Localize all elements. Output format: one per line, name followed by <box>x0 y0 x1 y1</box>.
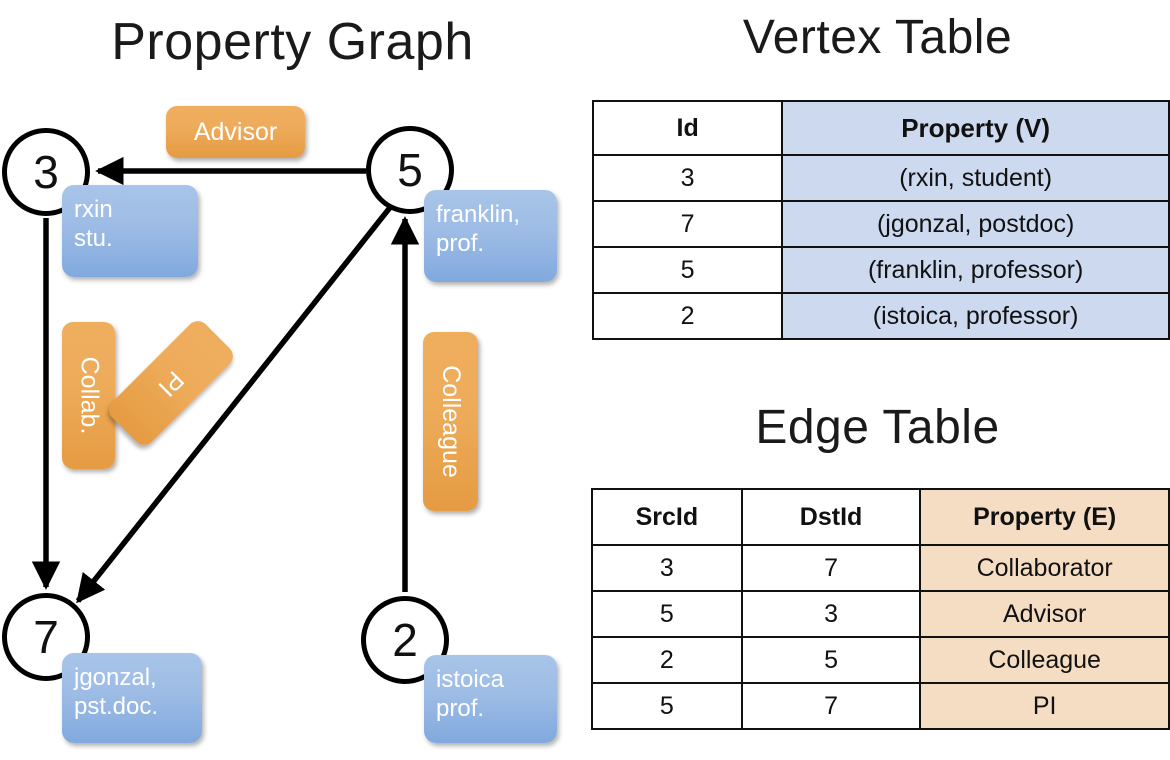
edge-table-cell-dstid: 5 <box>740 636 922 684</box>
vertex-table-cell-property: (istoica, professor) <box>781 292 1170 340</box>
page-title-vertex-table: Vertex Table <box>742 11 1013 64</box>
vertex-table-header-id: Id <box>591 100 784 156</box>
edge-table-cell-dstid: 3 <box>740 590 922 638</box>
graph-node-5-label: 5 <box>397 144 423 196</box>
edge-table-cell-dstid: 7 <box>740 682 922 730</box>
edge-table-header-srcid: SrcId <box>591 488 743 546</box>
vertex-table-cell-id: 3 <box>591 154 784 202</box>
vertex-table-cell-id: 2 <box>591 292 784 340</box>
edge-table-cell-property: Collaborator <box>919 544 1170 592</box>
property-graph-diagram: 3 5 7 2 rxin stu. franklin, prof. jgonza… <box>2 106 557 743</box>
vertex-property-jgonzal-line1: jgonzal, <box>74 664 157 691</box>
edge-table-cell-property: Advisor <box>919 590 1170 638</box>
vertex-table-row[interactable]: 3 (rxin, student) <box>591 154 1170 202</box>
vertex-table-header-property: Property (V) <box>781 100 1170 156</box>
vertex-property-franklin-line1: franklin, <box>436 201 521 228</box>
vertex-table-header-row: Id Property (V) <box>591 100 1170 156</box>
vertex-table-row[interactable]: 7 (jgonzal, postdoc) <box>591 200 1170 248</box>
vertex-table-cell-property: (rxin, student) <box>781 154 1170 202</box>
vertex-table-cell-id: 7 <box>591 200 784 248</box>
edge-label-box-advisor[interactable]: Advisor <box>166 106 305 158</box>
edge-table-row[interactable]: 5 7 PI <box>591 682 1170 730</box>
edge-label-pi-text: PI <box>153 365 190 402</box>
vertex-property-rxin-line1: rxin <box>74 196 113 223</box>
vertex-property-rxin-line2: stu. <box>74 225 113 253</box>
edge-table-cell-srcid: 5 <box>591 590 743 638</box>
vertex-table-cell-property: (jgonzal, postdoc) <box>781 200 1170 248</box>
vertex-table-cell-property: (franklin, professor) <box>781 246 1170 294</box>
edge-table-cell-property: Colleague <box>919 636 1170 684</box>
page-title-property-graph: Property Graph <box>111 13 474 71</box>
edge-table-header-dstid: DstId <box>740 488 922 546</box>
vertex-table-cell-id: 5 <box>591 246 784 294</box>
edge-table: SrcId DstId Property (E) 3 7 Collaborato… <box>591 488 1170 730</box>
edge-arrow-5-to-7 <box>75 203 395 604</box>
graph-node-3-label: 3 <box>33 146 59 198</box>
edge-label-box-collab[interactable]: Collab. <box>62 322 115 469</box>
page-title-edge-table: Edge Table <box>755 401 1000 454</box>
vertex-table-row[interactable]: 5 (franklin, professor) <box>591 246 1170 294</box>
edge-table-row[interactable]: 5 3 Advisor <box>591 590 1170 638</box>
edge-table-cell-property: PI <box>919 682 1170 730</box>
vertex-table-row[interactable]: 2 (istoica, professor) <box>591 292 1170 340</box>
edge-table-row[interactable]: 2 5 Colleague <box>591 636 1170 684</box>
vertex-property-istoica-line1: istoica <box>436 666 505 693</box>
vertex-property-jgonzal-line2: pst.doc. <box>74 693 159 721</box>
vertex-property-box-istoica[interactable]: istoica prof. <box>424 655 557 743</box>
graph-node-5[interactable]: 5 <box>366 126 454 214</box>
edge-table-cell-srcid: 5 <box>591 682 743 730</box>
vertex-table: Id Property (V) 3 (rxin, student) 7 (jgo… <box>591 100 1170 340</box>
vertex-property-box-rxin[interactable]: rxin stu. <box>62 185 198 277</box>
graph-node-7-label: 7 <box>33 611 59 663</box>
vertex-property-box-franklin[interactable]: franklin, prof. <box>424 190 557 282</box>
edge-table-row[interactable]: 3 7 Collaborator <box>591 544 1170 592</box>
vertex-property-franklin-line2: prof. <box>436 230 485 258</box>
edge-label-box-colleague[interactable]: Colleague <box>423 332 478 511</box>
graph-edge-arrows <box>31 156 420 604</box>
edge-table-cell-srcid: 3 <box>591 544 743 592</box>
edge-table-header-row: SrcId DstId Property (E) <box>591 488 1170 546</box>
edge-label-advisor-text: Advisor <box>193 117 278 146</box>
edge-table-cell-srcid: 2 <box>591 636 743 684</box>
edge-label-colleague-text: Colleague <box>437 365 465 478</box>
edge-label-collab-text: Collab. <box>75 356 104 435</box>
edge-table-header-property: Property (E) <box>919 488 1170 546</box>
vertex-property-box-jgonzal[interactable]: jgonzal, pst.doc. <box>62 653 202 743</box>
graph-node-2-label: 2 <box>392 614 418 666</box>
graph-node-2[interactable]: 2 <box>361 596 449 684</box>
edge-table-cell-dstid: 7 <box>740 544 922 592</box>
vertex-property-istoica-line2: prof. <box>436 695 485 723</box>
